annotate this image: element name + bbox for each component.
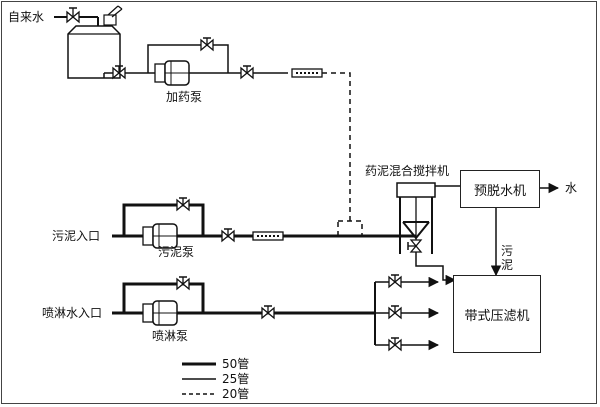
predewater-box: 预脱水机 <box>460 170 540 208</box>
sludge-pump-label: 污泥泵 <box>158 245 195 259</box>
dosing-dashed-pipe <box>322 72 351 221</box>
mixer-icon <box>396 182 436 254</box>
dosing-bypass-valve-icon <box>200 37 214 52</box>
dosing-tank-agitator-icon <box>103 5 123 26</box>
dosing-pipe <box>103 44 288 78</box>
mixer-to-press-pipe <box>415 252 457 286</box>
water-out-label: 水 <box>565 181 578 195</box>
injector-dashed-box <box>337 220 363 237</box>
sludge-inlet-label: 污泥入口 <box>52 229 101 243</box>
tap-water-label: 自来水 <box>8 10 45 24</box>
dosing-flowmeter-icon <box>291 68 323 78</box>
belt-press-label: 带式压滤机 <box>464 308 530 324</box>
dosing-pump-label: 加药泵 <box>166 90 203 104</box>
sludge-bypass-valve-icon <box>176 197 190 212</box>
spray-bypass-valve-icon <box>176 276 190 291</box>
dosing-tank-icon <box>67 25 121 79</box>
spray-branch-valve-1-icon <box>388 274 402 289</box>
mixer-label: 药泥混合搅拌机 <box>365 164 450 178</box>
tap-water-valve-icon <box>66 7 80 24</box>
spray-valve-icon <box>261 305 275 320</box>
spray-pump-icon <box>142 300 178 326</box>
predewater-label: 预脱水机 <box>473 183 526 199</box>
sludge-valve-icon <box>221 228 235 243</box>
spray-branch-valve-2-icon <box>388 305 402 320</box>
spray-branch-valve-3-icon <box>388 337 402 352</box>
dosing-discharge-valve-icon <box>240 65 254 80</box>
sludge-pump-icon <box>142 223 178 249</box>
spray-branches <box>375 276 440 351</box>
mixer-outlet-valve-icon <box>407 239 423 253</box>
legend-label-thick: 50管 <box>222 357 250 371</box>
spray-pump-label: 喷淋泵 <box>152 329 189 343</box>
dosing-outlet-valve-icon <box>112 65 126 80</box>
legend-label-thin: 25管 <box>222 372 250 386</box>
legend-label-dashed: 20管 <box>222 387 250 401</box>
sludge-flowmeter-icon <box>252 231 284 241</box>
belt-press-box: 带式压滤机 <box>453 275 541 353</box>
spray-inlet-label: 喷淋水入口 <box>42 306 103 320</box>
dosing-pump-icon <box>154 60 190 86</box>
sludge-vertical-label: 污泥 <box>501 244 514 272</box>
